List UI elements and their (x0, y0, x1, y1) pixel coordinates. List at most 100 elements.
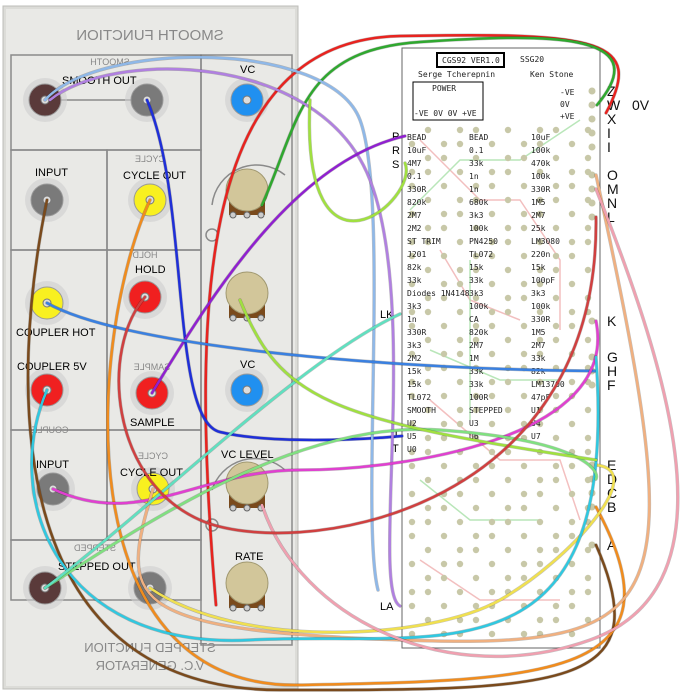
pcb-part-label: 820k (469, 328, 488, 337)
vc-top-jack[interactable] (225, 78, 269, 122)
aqua-wire-lk[interactable] (43, 312, 402, 590)
pcb-part-label: 2M7 (531, 211, 546, 220)
pcb-part-label: 3k3 (407, 302, 422, 311)
edge-pad-o[interactable]: O (607, 167, 618, 183)
pcb-part-label: U1 (531, 406, 541, 415)
mirror-couple: COUPLE (31, 425, 68, 435)
pcb-part-label: 1M5 (531, 198, 546, 207)
pcb-part-label: 100k (469, 302, 488, 311)
panel-title-bottom-2: V.C. GENERATOR (96, 658, 205, 673)
pcb-part-label: 470k (531, 159, 550, 168)
mirror-sample: SAMPLE (134, 362, 171, 372)
edge-pad-d[interactable]: D (607, 471, 617, 487)
pcb-part-label: 0.1 (469, 146, 484, 155)
cyan-wire-g[interactable] (30, 355, 600, 642)
pcb-pad-r[interactable]: R (392, 145, 400, 157)
pcb-part-label: 100pF (531, 276, 555, 285)
pcb-part-label: 3k3 (469, 211, 484, 220)
edge-0v: 0V (632, 97, 650, 113)
pcb-part-label: LM13700 (531, 380, 565, 389)
pot-2[interactable] (225, 271, 269, 322)
pcb-part-label: 4M7 (407, 159, 422, 168)
power-header: POWER (432, 84, 456, 93)
rail-neg: -VE (560, 88, 575, 97)
pcb-part-label: TL072 (469, 250, 493, 259)
edge-pad-a[interactable]: A (607, 537, 617, 553)
pcb-part-label: 100k (531, 302, 550, 311)
pcb-pad-p[interactable]: P (392, 131, 399, 143)
edge-pad-l[interactable]: L (607, 209, 615, 225)
edge-pad-b[interactable]: B (607, 499, 616, 515)
pcb-part-label: 33k (469, 380, 484, 389)
edge-pad-n[interactable]: N (607, 195, 617, 211)
lime-wire-s[interactable] (238, 98, 598, 462)
edge-pad-x[interactable]: X (607, 111, 617, 127)
pot-1[interactable] (225, 168, 269, 219)
green-wire-d[interactable] (43, 428, 598, 590)
pcb-part-label: 3k3 (531, 289, 546, 298)
label-cycle-out-bottom: CYCLE OUT (120, 467, 183, 479)
yellow-wire-e[interactable] (148, 463, 615, 634)
pcb-part-label: 2M2 (407, 354, 422, 363)
green-wire-0v[interactable] (260, 36, 616, 207)
magenta-wire-k[interactable] (51, 319, 600, 505)
pcb-part-label: 47pF (531, 393, 550, 402)
pcb-part-label: PN4250 (469, 237, 498, 246)
edge-pad-e[interactable]: E (607, 457, 616, 473)
pcb-pad-la[interactable]: LA (380, 601, 394, 613)
pcb-part-label: 33k (469, 159, 484, 168)
red-wire-n[interactable] (117, 215, 598, 535)
pcb-part-label: 2M2 (407, 224, 422, 233)
lavender-wire-la[interactable] (48, 67, 402, 608)
pcb-part-label: 15k (407, 380, 422, 389)
pcb-part-label: 3k3 (407, 341, 422, 350)
blue-wire-h[interactable] (45, 301, 598, 373)
pcb-part-label: 82k (531, 367, 546, 376)
pcb-part-label: TL072 (407, 393, 431, 402)
pcb-pad-t[interactable]: T (392, 443, 399, 455)
pcb-part-label: 220n (531, 250, 550, 259)
pcb-part-label: 2M7 (469, 341, 484, 350)
pcb-part-label: BEAD (469, 133, 488, 142)
pcb-author-1: Serge Tcherepnin (418, 70, 495, 79)
pcb-part-label: U7 (531, 432, 541, 441)
rate-pot[interactable] (225, 561, 269, 612)
pcb-part-label: 33k (531, 354, 546, 363)
brown-wire-a[interactable] (26, 198, 616, 692)
peach-wire-o[interactable] (137, 173, 651, 643)
mirror-cycle-bottom: CYCLE (138, 451, 168, 461)
label-hold: HOLD (135, 264, 166, 276)
vc-mid-jack[interactable] (225, 368, 269, 412)
label-coupler-hot: COUPLER HOT (16, 327, 96, 339)
lightblue-wire-lk[interactable] (43, 56, 380, 592)
pcb-title: CGS92 VER1.0 (442, 56, 500, 65)
pcb-part-label: 820k (407, 198, 426, 207)
edge-pad-i[interactable]: I (607, 139, 611, 155)
pcb-part-label: 330R (407, 328, 426, 337)
edge-pad-i[interactable]: I (607, 125, 611, 141)
edge-pad-g[interactable]: G (607, 349, 618, 365)
pcb-code: SSG20 (520, 55, 544, 64)
pcb-part-label: 1n (469, 185, 479, 194)
pcb-part-label: 33k (469, 276, 484, 285)
edge-pad-k[interactable]: K (607, 313, 617, 329)
red-wire-vc[interactable] (204, 33, 621, 607)
pcb-part-label: U5 (407, 432, 417, 441)
pcb-part-label: 100k (531, 172, 550, 181)
edge-pad-z[interactable]: Z (607, 83, 616, 99)
pcb-pad-j[interactable]: J (392, 429, 398, 441)
edge-pad-m[interactable]: M (607, 181, 619, 197)
pcb-part-label: CA (469, 315, 479, 324)
pink-wire-m[interactable] (260, 187, 680, 658)
pcb-part-label: STEPPED (469, 406, 503, 415)
pcb-part-label: 0.1 (407, 172, 422, 181)
purple-wire-p[interactable] (150, 134, 407, 395)
edge-pad-h[interactable]: H (607, 363, 617, 379)
label-input-top: INPUT (35, 167, 68, 179)
pcb-pad-s[interactable]: S (392, 159, 399, 171)
pcb-part-label: U6 (469, 432, 479, 441)
power-pins: -VE 0V 0V +VE (414, 109, 477, 118)
pcb-part-label: 330R (407, 185, 426, 194)
edge-pad-f[interactable]: F (607, 377, 616, 393)
